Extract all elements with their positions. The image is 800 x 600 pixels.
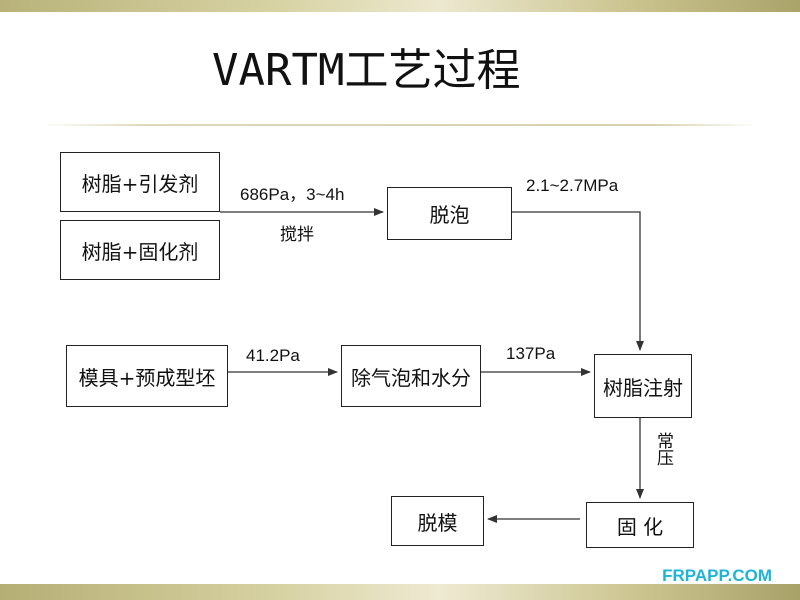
- title-divider: [40, 124, 760, 126]
- watermark-logo: FRPAPP.COM: [662, 566, 772, 585]
- connector-degassing-to-injection: [512, 211, 644, 351]
- slide-title: VARTM工艺过程: [212, 45, 521, 96]
- label-stirring: 搅拌: [280, 225, 314, 245]
- label-mold-pressure: 41.2Pa: [246, 346, 300, 365]
- bottom-decorative-band: [0, 584, 800, 600]
- label-injection-pressure: 137Pa: [506, 344, 556, 363]
- top-decorative-band: [0, 0, 800, 12]
- box-curing: 固 化: [586, 502, 694, 548]
- box-resin-injection: 树脂注射: [594, 354, 692, 418]
- box-degassing: 脱泡: [387, 187, 512, 240]
- box-remove-bubbles-moisture: 除气泡和水分: [341, 345, 481, 407]
- label-normal-pressure: 常压: [653, 432, 673, 466]
- label-degassing-pressure: 2.1~2.7MPa: [526, 176, 619, 195]
- box-demolding: 脱模: [391, 496, 484, 546]
- box-mold-preform: 模具+预成型坯: [66, 345, 228, 407]
- label-mix-condition: 686Pa，3~4h: [240, 185, 345, 204]
- box-resin-initiator: 树脂+引发剂: [60, 152, 220, 212]
- box-resin-curing-agent: 树脂+固化剂: [60, 220, 220, 280]
